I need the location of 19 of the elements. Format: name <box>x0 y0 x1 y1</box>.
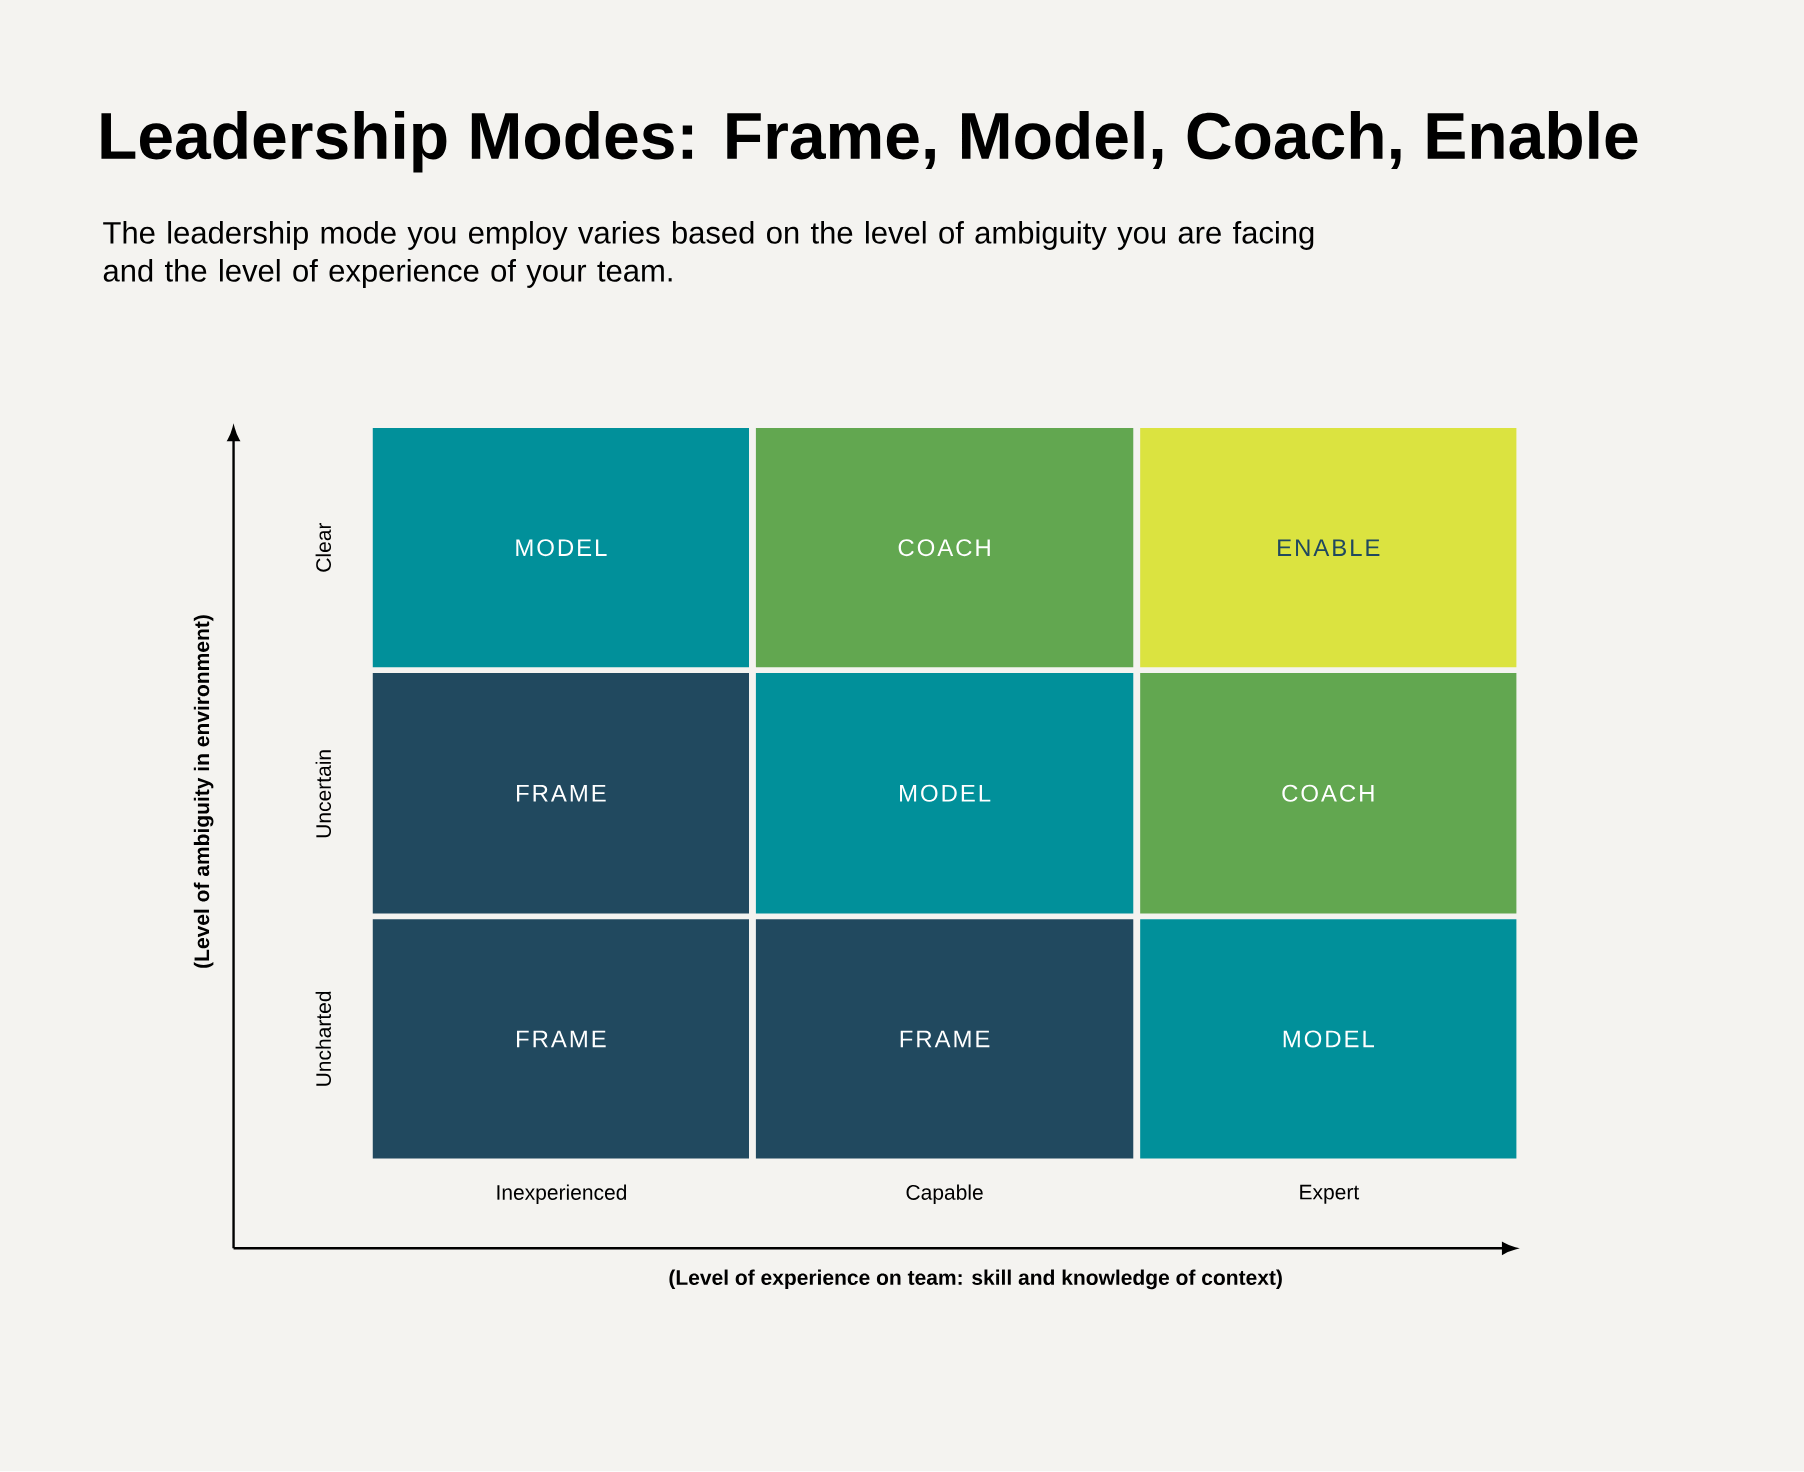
mode-cell: MODEL <box>755 673 1134 914</box>
column-label: Capable <box>906 1184 983 1205</box>
axis-title: (Level of ambiguity in environment) <box>193 615 214 969</box>
mode-cell: ENABLE <box>1140 428 1517 668</box>
title: Leadership Modes: Frame, Model, Coach, Enable <box>101 111 1638 173</box>
mode-cell: COACH <box>1140 673 1517 914</box>
mode-cell: FRAME <box>372 919 749 1159</box>
column-label: Inexperienced <box>497 1184 627 1205</box>
column-label: Expert <box>1300 1185 1360 1204</box>
mode-cell: COACH <box>755 428 1134 668</box>
mode-cell: MODEL <box>1140 919 1517 1159</box>
row-label: Uncharted <box>315 992 331 1086</box>
row-label: Uncertain <box>315 750 331 838</box>
row-label: Clear <box>315 523 331 572</box>
mode-cell: FRAME <box>372 673 749 914</box>
mode-cell: MODEL <box>372 428 749 668</box>
mode-cell: FRAME <box>755 919 1134 1159</box>
subtitle: The leadership mode you employ varies based on the level of ambiguity you are facing and the level of experience of your team. <box>103 221 1314 289</box>
axis-title: (Level of experience on team: skill and knowledge of context) <box>669 1269 1282 1290</box>
